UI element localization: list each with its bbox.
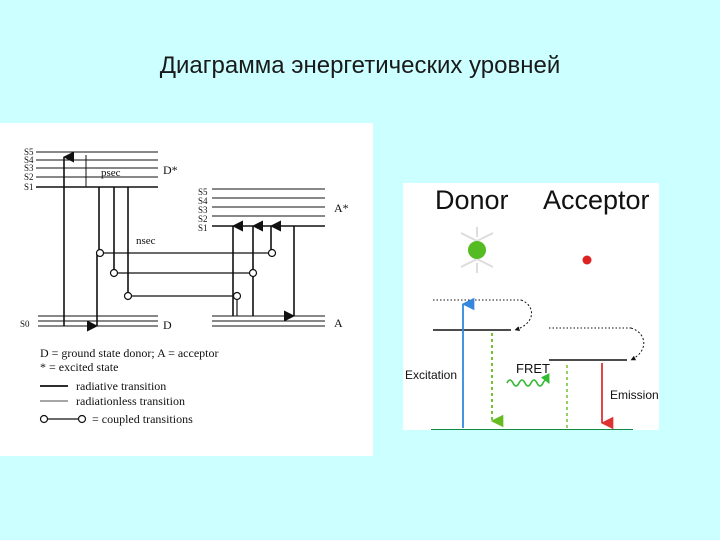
acceptor-relaxation-curve — [630, 327, 645, 361]
donor-title: Donor — [435, 185, 509, 215]
page-title: Диаграмма энергетических уровней — [159, 52, 561, 79]
energy-level-svg: S5 S4 S3 S2 S1 psec D* S5 S4 S3 S2 S1 A* — [20, 147, 349, 426]
acceptor-title: Acceptor — [543, 185, 650, 215]
donor-level-label: S3 — [24, 163, 34, 173]
coupled-transitions — [95, 248, 277, 301]
fret-wave — [506, 373, 550, 387]
donor-relaxation-curve — [514, 299, 532, 332]
donor-level-label: S5 — [24, 147, 34, 157]
a-star-label: A* — [334, 201, 349, 215]
fret-label: FRET — [516, 361, 550, 376]
d-star-label: D* — [163, 163, 178, 177]
a-label: A — [334, 316, 343, 330]
acceptor-excited-levels — [212, 188, 325, 227]
excitation-label: Excitation — [405, 368, 457, 382]
acceptor-level-label: S4 — [198, 196, 208, 206]
emission-label: Emission — [610, 388, 659, 402]
legend-coupled-swatch — [39, 414, 87, 424]
transition-arrows — [62, 151, 296, 332]
acceptor-level-label: S5 — [198, 187, 208, 197]
acceptor-level-label: S1 — [198, 223, 208, 233]
legend-coupled-label: = coupled transitions — [92, 412, 193, 426]
acceptor-dot-icon — [582, 255, 592, 265]
acceptor-level-label: S2 — [198, 214, 208, 224]
legend-radiationless-label: radiationless transition — [76, 394, 185, 408]
donor-level-label: S4 — [24, 155, 34, 165]
nsec-label: nsec — [136, 235, 156, 247]
donor-ground-label: S0 — [20, 319, 30, 329]
legend-line-2: * = excited state — [40, 360, 118, 374]
d-label: D — [163, 318, 172, 332]
psec-label: psec — [101, 167, 121, 179]
legend-line-1: D = ground state donor; A = acceptor — [40, 346, 219, 360]
donor-ground-levels — [38, 315, 158, 327]
donor-excited-levels — [36, 151, 158, 188]
energy-level-diagram: S5 S4 S3 S2 S1 psec D* S5 S4 S3 S2 S1 A* — [0, 123, 373, 456]
donor-level-label: S2 — [24, 172, 34, 182]
acceptor-ground-levels — [212, 315, 325, 327]
fret-svg: Donor Acceptor Excitation — [405, 185, 659, 431]
donor-dot-icon — [460, 227, 494, 273]
acceptor-level-label: S3 — [198, 205, 208, 215]
donor-level-label: S1 — [24, 182, 34, 192]
legend-radiative-label: radiative transition — [76, 379, 166, 393]
fret-diagram: Donor Acceptor Excitation — [403, 183, 659, 431]
